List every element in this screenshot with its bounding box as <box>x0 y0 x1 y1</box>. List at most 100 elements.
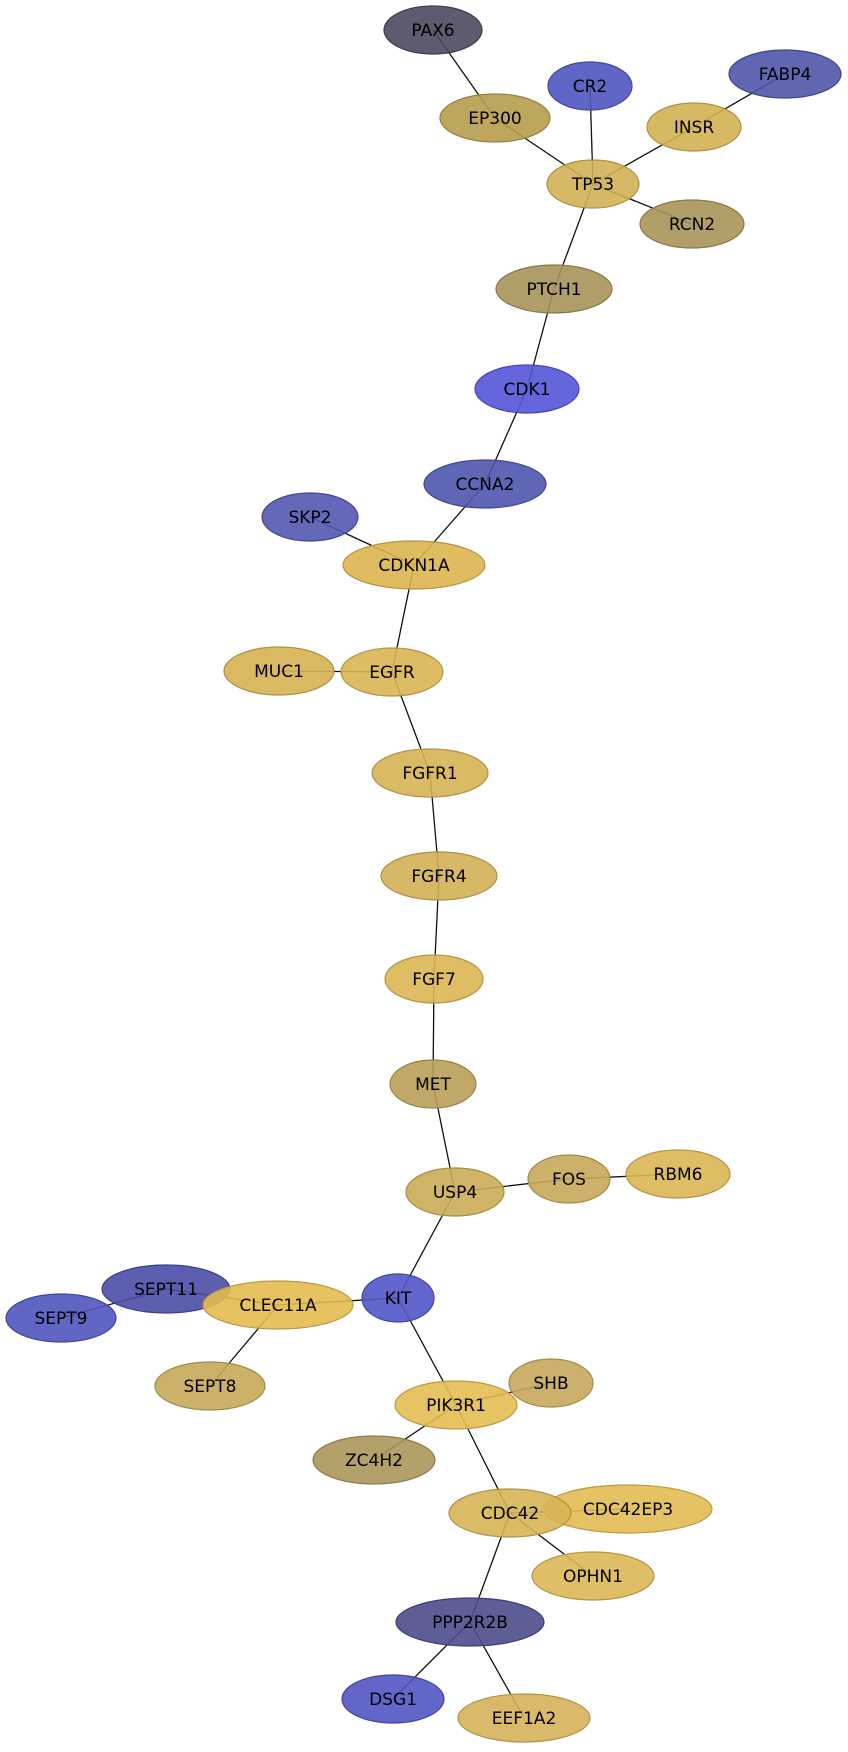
node-label: EGFR <box>369 663 415 683</box>
node-pax6[interactable]: PAX6 <box>383 5 483 55</box>
node-sept11[interactable]: SEPT11 <box>101 1264 231 1314</box>
node-label: PIK3R1 <box>426 1396 486 1416</box>
node-ccna2[interactable]: CCNA2 <box>423 459 547 509</box>
node-shape <box>340 647 444 697</box>
node-cdc42ep3[interactable]: CDC42EP3 <box>543 1484 713 1534</box>
node-label: CR2 <box>573 77 608 97</box>
node-insr[interactable]: INSR <box>646 102 742 152</box>
node-label: EEF1A2 <box>492 1709 557 1729</box>
node-cdc42[interactable]: CDC42 <box>448 1488 572 1538</box>
node-shape <box>389 1059 477 1109</box>
node-ep300[interactable]: EP300 <box>439 93 551 143</box>
node-shape <box>546 159 640 209</box>
node-usp4[interactable]: USP4 <box>405 1167 505 1217</box>
node-label: MET <box>415 1075 451 1095</box>
node-zc4h2[interactable]: ZC4H2 <box>312 1435 436 1485</box>
node-shape <box>341 1674 445 1724</box>
node-shape <box>5 1293 117 1343</box>
node-label: EP300 <box>468 109 521 129</box>
node-sept9[interactable]: SEPT9 <box>5 1293 117 1343</box>
node-label: SEPT9 <box>35 1309 88 1329</box>
node-shape <box>371 748 489 798</box>
node-muc1[interactable]: MUC1 <box>223 646 335 696</box>
node-label: FGFR4 <box>411 867 466 887</box>
node-shape <box>625 1149 731 1199</box>
node-label: PTCH1 <box>526 280 581 300</box>
node-shape <box>384 954 484 1004</box>
node-shape <box>508 1358 594 1408</box>
node-label: PAX6 <box>411 21 454 41</box>
node-rbm6[interactable]: RBM6 <box>625 1149 731 1199</box>
node-pik3r1[interactable]: PIK3R1 <box>394 1380 518 1430</box>
node-shape <box>394 1380 518 1430</box>
node-shape <box>361 1273 435 1323</box>
node-label: CLEC11A <box>239 1296 317 1316</box>
node-sept8[interactable]: SEPT8 <box>154 1361 266 1411</box>
node-label: DSG1 <box>369 1690 417 1710</box>
node-fgfr4[interactable]: FGFR4 <box>380 851 498 901</box>
node-fgf7[interactable]: FGF7 <box>384 954 484 1004</box>
node-label: CDK1 <box>504 380 551 400</box>
node-label: CDC42EP3 <box>583 1500 673 1520</box>
node-label: FOS <box>552 1170 586 1190</box>
node-shape <box>439 93 551 143</box>
node-label: RBM6 <box>654 1165 703 1185</box>
node-ophn1[interactable]: OPHN1 <box>531 1551 655 1601</box>
node-eef1a2[interactable]: EEF1A2 <box>457 1693 591 1743</box>
node-label: FABP4 <box>759 65 812 85</box>
node-skp2[interactable]: SKP2 <box>261 492 359 542</box>
node-rcn2[interactable]: RCN2 <box>639 199 745 249</box>
node-label: INSR <box>674 118 715 138</box>
node-shape <box>448 1488 572 1538</box>
node-shape <box>405 1167 505 1217</box>
node-label: RCN2 <box>669 215 715 235</box>
node-fabp4[interactable]: FABP4 <box>728 49 842 99</box>
node-fos[interactable]: FOS <box>527 1154 611 1204</box>
node-shape <box>342 540 486 590</box>
node-label: SEPT11 <box>134 1280 198 1300</box>
node-shape <box>457 1693 591 1743</box>
node-fgfr1[interactable]: FGFR1 <box>371 748 489 798</box>
node-label: USP4 <box>433 1183 477 1203</box>
node-shape <box>547 61 633 111</box>
node-label: TP53 <box>571 175 614 195</box>
node-label: OPHN1 <box>563 1567 623 1587</box>
node-shape <box>223 646 335 696</box>
node-shape <box>639 199 745 249</box>
node-tp53[interactable]: TP53 <box>546 159 640 209</box>
node-cdk1[interactable]: CDK1 <box>474 364 580 414</box>
node-shape <box>531 1551 655 1601</box>
node-shape <box>395 1597 545 1647</box>
node-label: KIT <box>385 1289 412 1309</box>
node-egfr[interactable]: EGFR <box>340 647 444 697</box>
node-dsg1[interactable]: DSG1 <box>341 1674 445 1724</box>
node-shape <box>312 1435 436 1485</box>
node-label: FGF7 <box>412 970 456 990</box>
node-label: CDKN1A <box>378 556 450 576</box>
node-shape <box>383 5 483 55</box>
node-cr2[interactable]: CR2 <box>547 61 633 111</box>
node-kit[interactable]: KIT <box>361 1273 435 1323</box>
node-label: SHB <box>533 1374 568 1394</box>
node-ptch1[interactable]: PTCH1 <box>495 264 613 314</box>
node-shape <box>646 102 742 152</box>
node-shape <box>495 264 613 314</box>
node-shape <box>261 492 359 542</box>
node-clec11a[interactable]: CLEC11A <box>202 1280 354 1330</box>
node-label: MUC1 <box>254 662 304 682</box>
node-ppp2r2b[interactable]: PPP2R2B <box>395 1597 545 1647</box>
node-shape <box>423 459 547 509</box>
node-shape <box>728 49 842 99</box>
node-shape <box>527 1154 611 1204</box>
node-cdkn1a[interactable]: CDKN1A <box>342 540 486 590</box>
node-met[interactable]: MET <box>389 1059 477 1109</box>
node-label: PPP2R2B <box>432 1613 508 1633</box>
node-shape <box>202 1280 354 1330</box>
node-label: CCNA2 <box>456 475 515 495</box>
node-shape <box>474 364 580 414</box>
node-shape <box>154 1361 266 1411</box>
node-label: SEPT8 <box>184 1377 237 1397</box>
node-label: SKP2 <box>288 508 331 528</box>
node-shb[interactable]: SHB <box>508 1358 594 1408</box>
